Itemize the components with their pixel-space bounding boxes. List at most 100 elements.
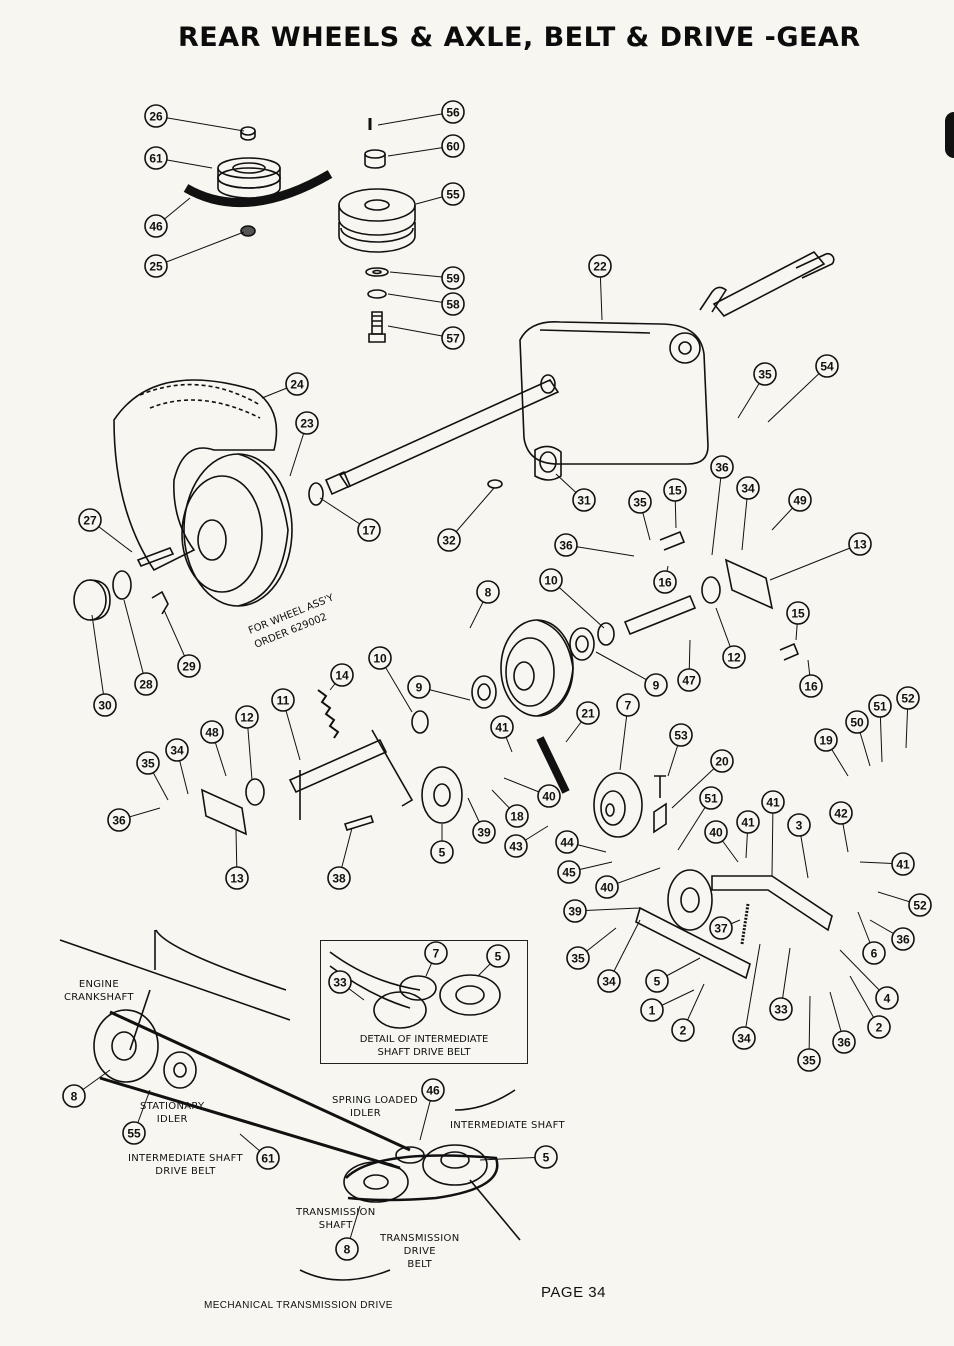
- callout-number: 61: [261, 1152, 275, 1166]
- part-callout-54: 54: [815, 354, 839, 378]
- part-callout-35: 35: [797, 1048, 821, 1072]
- callout-circle: [441, 182, 465, 206]
- callout-number: 49: [793, 494, 807, 508]
- callout-number: 45: [562, 866, 576, 880]
- leader-lines: [73, 111, 921, 1250]
- inset-caption-line1: DETAIL OF INTERMEDIATE: [359, 1034, 489, 1045]
- callout-circle: [328, 970, 352, 994]
- callout-number: 25: [149, 260, 163, 274]
- callout-number: 2: [876, 1021, 883, 1035]
- callout-number: 34: [602, 975, 616, 989]
- callout-number: 13: [853, 538, 867, 552]
- callout-circle: [616, 693, 640, 717]
- callout-number: 39: [568, 905, 582, 919]
- part-callout-30: 30: [93, 693, 117, 717]
- part-callout-36: 36: [107, 808, 131, 832]
- callout-number: 27: [83, 514, 97, 528]
- page-title: REAR WHEELS & AXLE, BELT & DRIVE -GEAR: [178, 22, 861, 53]
- part-callout-2: 2: [867, 1015, 891, 1039]
- part-callout-18: 18: [505, 804, 529, 828]
- pulley-part-7: [593, 772, 643, 838]
- transmission-shaft-label: TRANSMISSION SHAFT: [296, 1206, 376, 1232]
- part-callout-10: 10: [539, 568, 563, 592]
- callout-circle: [144, 214, 168, 238]
- callout-number: 19: [819, 734, 833, 748]
- part-callout-13: 13: [848, 532, 872, 556]
- callout-number: 41: [495, 721, 509, 735]
- part-callout-17: 17: [357, 518, 381, 542]
- transmission-drive-belt: [345, 1154, 499, 1202]
- callout-circle: [709, 916, 733, 940]
- callout-circle: [555, 830, 579, 854]
- washer-part-59: [365, 267, 389, 277]
- callout-circle: [576, 701, 600, 725]
- part-callout-31: 31: [572, 488, 596, 512]
- callout-circle: [107, 808, 131, 832]
- callout-number: 2: [680, 1024, 687, 1038]
- callout-circle: [699, 786, 723, 810]
- callout-circle: [832, 1030, 856, 1054]
- callout-circle: [671, 1018, 695, 1042]
- callout-circle: [505, 804, 529, 828]
- part-callout-40: 40: [704, 820, 728, 844]
- part-callout-27: 27: [78, 508, 102, 532]
- part-callout-5: 5: [645, 969, 669, 993]
- callout-circle: [710, 455, 734, 479]
- trans-belt-label-line2: DRIVE: [403, 1246, 436, 1257]
- callout-circle: [256, 1146, 280, 1170]
- part-callout-8: 8: [62, 1084, 86, 1108]
- part-callout-49: 49: [788, 488, 812, 512]
- trans-shaft-label-line1: TRANSMISSION: [296, 1207, 376, 1218]
- part-callout-57: 57: [441, 326, 465, 350]
- callout-circle: [736, 810, 760, 834]
- callout-number: 22: [593, 260, 607, 274]
- callout-circle: [537, 784, 561, 808]
- callout-circle: [732, 1026, 756, 1050]
- callout-number: 34: [737, 1032, 751, 1046]
- part-callout-39: 39: [472, 820, 496, 844]
- part-callout-12: 12: [235, 705, 259, 729]
- inset-caption: DETAIL OF INTERMEDIATE SHAFT DRIVE BELT: [321, 1033, 527, 1059]
- retaining-ring-part-28: [112, 570, 132, 600]
- spring-loaded-idler-label: SPRING LOADED IDLER: [332, 1094, 418, 1120]
- callout-number: 5: [543, 1151, 550, 1165]
- ishaft-belt-label-line2: DRIVE BELT: [155, 1166, 216, 1177]
- inset-caption-line2: SHAFT DRIVE BELT: [377, 1047, 471, 1058]
- callout-circle: [421, 1078, 445, 1102]
- part-callout-26: 26: [144, 104, 168, 128]
- callout-number: 43: [509, 840, 523, 854]
- washer-part-10: [411, 622, 615, 734]
- part-callout-8: 8: [476, 580, 500, 604]
- callout-number: 12: [240, 711, 254, 725]
- bolt-part-57: [368, 311, 386, 343]
- callout-circle: [136, 751, 160, 775]
- callout-number: 51: [704, 792, 718, 806]
- callout-number: 18: [510, 810, 524, 824]
- callout-circle: [597, 969, 621, 993]
- stationary-idler-label: STATIONARY IDLER: [140, 1100, 204, 1126]
- ishaft-belt-label-line1: INTERMEDIATE SHAFT: [128, 1153, 243, 1164]
- intermediate-shaft-label: INTERMEDIATE SHAFT: [450, 1120, 565, 1131]
- callout-circle: [357, 518, 381, 542]
- bolt-part-38: [343, 815, 375, 831]
- callout-number: 15: [791, 607, 805, 621]
- part-callout-6: 6: [862, 941, 886, 965]
- idler-bracket-part-1: [635, 906, 751, 980]
- callout-number: 39: [477, 826, 491, 840]
- callout-number: 24: [290, 378, 304, 392]
- callout-circle: [848, 532, 872, 556]
- callout-number: 16: [658, 576, 672, 590]
- part-callout-48: 48: [200, 720, 224, 744]
- intermediate-shaft-pulley: [422, 1144, 488, 1186]
- callout-number: 40: [542, 790, 556, 804]
- part-callout-50: 50: [845, 710, 869, 734]
- callout-circle: [554, 533, 578, 557]
- callout-number: 54: [820, 360, 834, 374]
- part-callout-32: 32: [437, 528, 461, 552]
- callout-number: 5: [654, 975, 661, 989]
- callout-circle: [504, 834, 528, 858]
- part-callout-53: 53: [669, 723, 693, 747]
- callout-circle: [669, 723, 693, 747]
- callout-number: 36: [559, 539, 573, 553]
- callout-circle: [788, 488, 812, 512]
